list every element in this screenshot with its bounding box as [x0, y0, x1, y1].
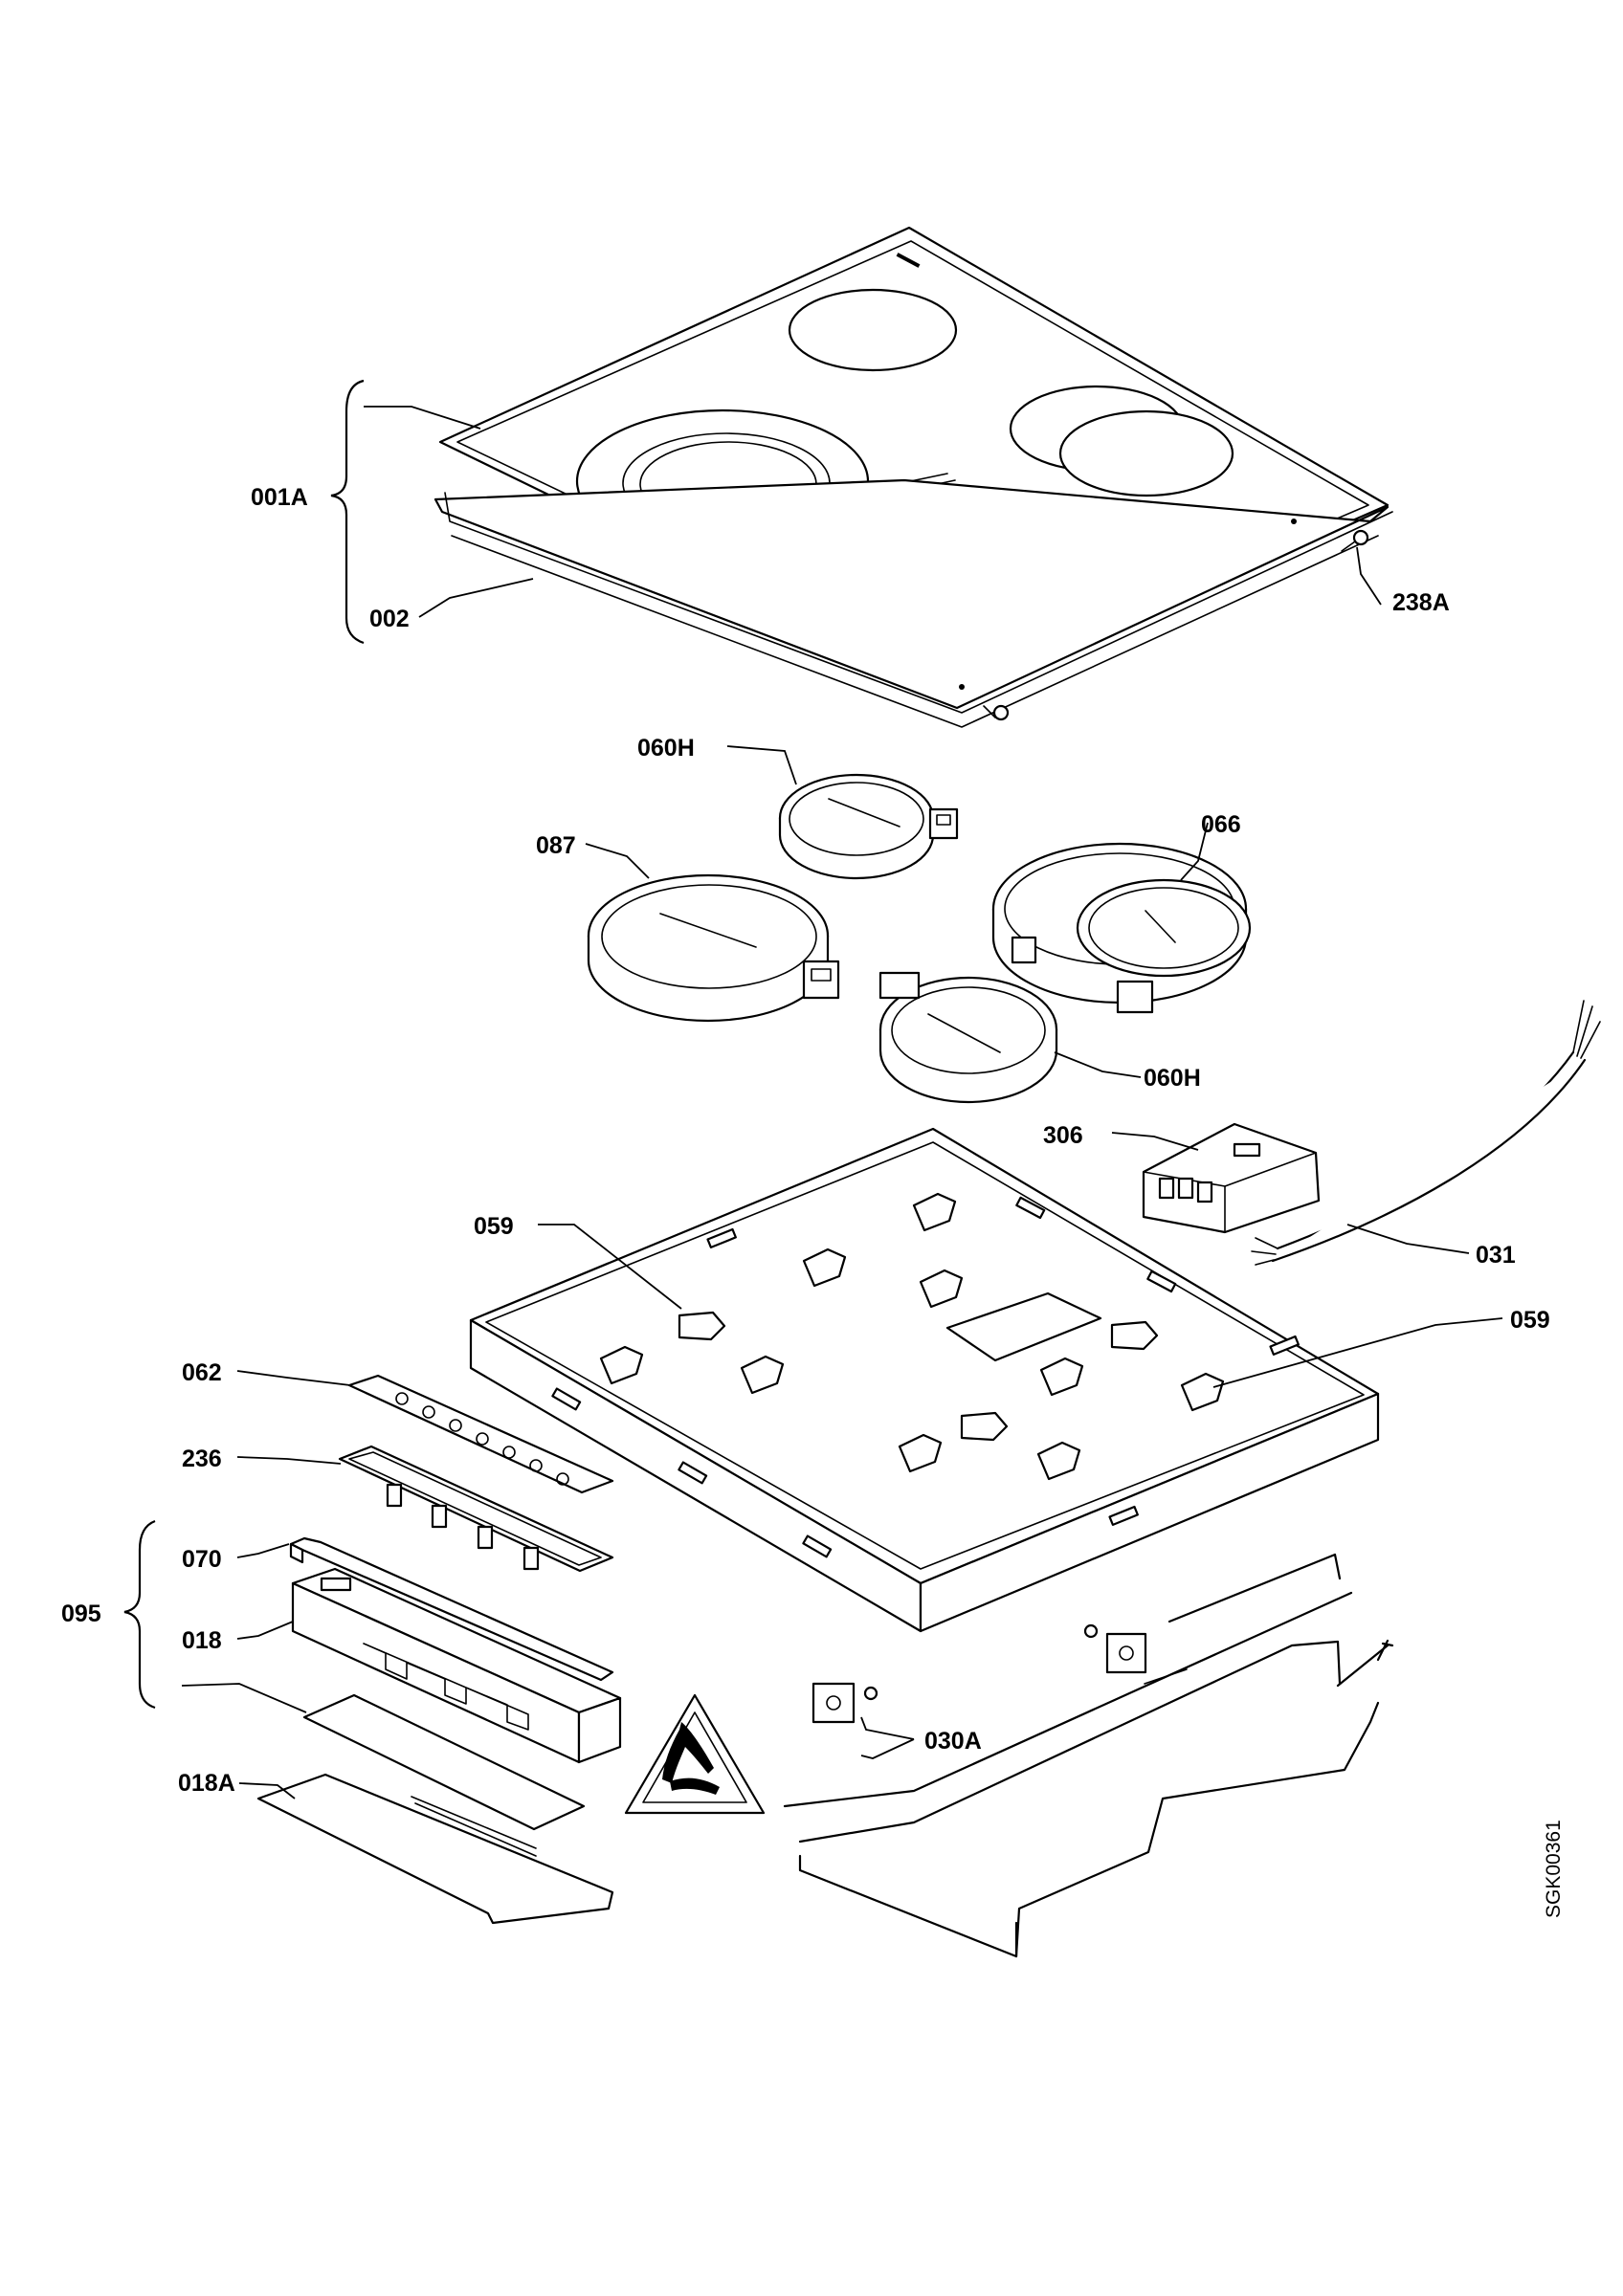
touch-control-board	[347, 1374, 614, 1494]
control-housing-018	[291, 1567, 622, 1764]
callout-066: 066	[1201, 811, 1241, 838]
light-guide-070	[289, 1536, 614, 1682]
callout-095: 095	[61, 1601, 101, 1627]
worktop	[783, 1553, 1394, 1958]
callout-306: 306	[1043, 1122, 1083, 1149]
electrostatic-discharge-warning-icon	[624, 1693, 766, 1815]
control-seal-018A	[256, 1773, 614, 1925]
leaders	[123, 379, 1503, 1799]
callout-018: 018	[182, 1627, 222, 1654]
heating-element-087	[587, 873, 840, 1023]
callout-labels: 001A 002 238A 060H 087 066 060H 306 059 …	[61, 484, 1565, 1918]
element-clip	[599, 1192, 1225, 1481]
heating-element-060H-bottom	[878, 971, 1058, 1104]
callout-018A: 018A	[178, 1770, 235, 1797]
bottom-tray	[469, 1127, 1380, 1633]
frame-seal	[434, 478, 1393, 728]
control-board-holder	[338, 1445, 614, 1573]
callout-001A: 001A	[251, 484, 308, 511]
mains-cable	[1251, 1000, 1601, 1266]
callout-031: 031	[1476, 1242, 1516, 1269]
callout-236: 236	[182, 1446, 222, 1472]
callout-060H-top: 060H	[637, 735, 695, 762]
heating-element-060H-top	[778, 773, 959, 880]
drawing-code: SGK00361	[1543, 1820, 1565, 1918]
heating-element-066	[991, 842, 1252, 1014]
callout-059-left: 059	[474, 1213, 514, 1240]
callout-070: 070	[182, 1546, 222, 1573]
callout-238A: 238A	[1392, 589, 1450, 616]
callout-002: 002	[369, 606, 410, 632]
callout-060H-bottom: 060H	[1144, 1065, 1201, 1092]
fixing-screw	[983, 529, 1369, 721]
terminal-block	[1142, 1122, 1321, 1234]
callout-059-right: 059	[1510, 1307, 1550, 1334]
control-cover-plate	[302, 1693, 586, 1831]
callout-087: 087	[536, 832, 576, 859]
callout-030A: 030A	[924, 1728, 982, 1755]
callout-062: 062	[182, 1359, 222, 1386]
